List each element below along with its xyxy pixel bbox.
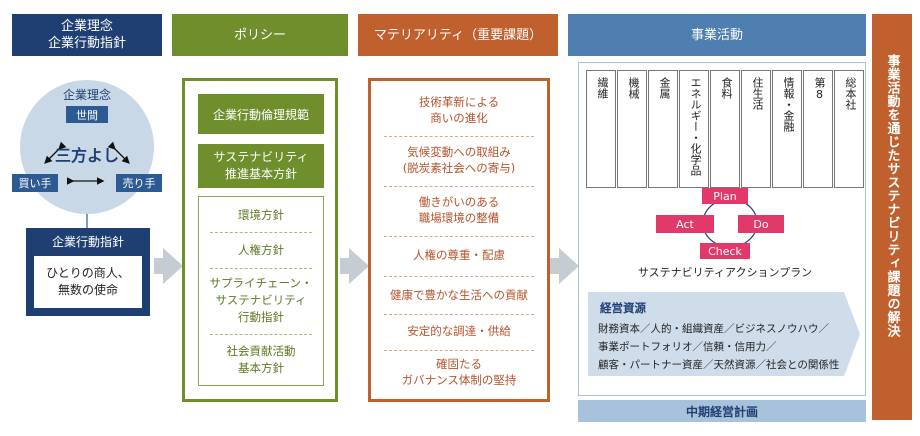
- segment-5: 住生活: [741, 70, 771, 188]
- policy-sep-3: [210, 334, 312, 335]
- flow-arrow-1: [163, 248, 183, 284]
- resources-line-2: 事業ポートフォリオ／信頼・信用力／: [598, 341, 777, 353]
- policy-item-human-rights-label: 人権方針: [238, 243, 284, 257]
- policy-item-social-line1: 社会貢献活動: [226, 344, 296, 358]
- materiality-sep-5: [384, 314, 534, 315]
- segment-1: 機械: [617, 70, 647, 188]
- materiality-frame: [368, 78, 550, 402]
- pdca-act: Act: [656, 215, 714, 233]
- segment-7: 第8: [803, 70, 833, 188]
- circle-connector: [86, 214, 88, 228]
- materiality-item-7-line1: 確固たる: [436, 357, 482, 371]
- materiality-item-5-label: 健康で豊かな生活への貢献: [390, 288, 528, 302]
- policy-item-supply-chain-line3: 行動指針: [238, 309, 284, 324]
- side-label: 事業活動を通じたサステナビリティ課題の解決: [884, 54, 900, 338]
- materiality-item-7: 確固たる ガバナンス体制の堅持: [372, 354, 546, 390]
- header-philosophy-line2: 企業行動指針: [47, 36, 126, 51]
- action-plan-label: サステナビリティアクションプラン: [637, 266, 813, 279]
- policy-item-supply-chain: サプライチェーン・ サステナビリティ 行動指針: [198, 272, 324, 328]
- flow-arrow-3: [559, 248, 579, 284]
- segment-8: 総本社: [834, 70, 864, 188]
- resources-arrow-bg: [588, 292, 860, 376]
- materiality-item-5: 健康で豊かな生活への貢献: [372, 282, 546, 308]
- kaite-box: 買い手: [12, 174, 58, 192]
- sanpo-arrows: [44, 141, 130, 185]
- materiality-sep-4: [384, 276, 534, 277]
- midterm-plan-bar: 中期経営計画: [578, 400, 866, 422]
- policy-item-social: 社会貢献活動 基本方針: [198, 338, 324, 382]
- policy-item-human-rights: 人権方針: [198, 236, 324, 264]
- header-policy: ポリシー: [172, 14, 348, 56]
- materiality-item-4: 人権の尊重・配慮: [372, 242, 546, 268]
- materiality-item-2-line2: (脱炭素社会への寄与): [402, 161, 516, 175]
- resources-line-3: 顧客・パートナー資産／天然資源／社会との関係性: [598, 359, 840, 371]
- flow-arrow-3-stem: [550, 258, 560, 274]
- materiality-item-2-line1: 気候変動への取組み: [407, 145, 511, 159]
- materiality-item-3: 働きがいのある 職場環境の整備: [372, 192, 546, 228]
- materiality-item-1: 技術革新による 商いの進化: [372, 92, 546, 128]
- segment-2: 金属: [648, 70, 678, 188]
- materiality-sep-2: [384, 186, 534, 187]
- policy-item-environment-label: 環境方針: [238, 208, 284, 222]
- guideline-title: 企業行動指針: [51, 234, 124, 249]
- materiality-item-4-label: 人権の尊重・配慮: [413, 248, 505, 262]
- guideline-box: 企業行動指針 ひとりの商人、 無数の使命: [26, 228, 150, 316]
- flow-arrow-1-stem: [154, 258, 164, 274]
- guideline-body-line2: 無数の使命: [57, 283, 118, 297]
- pdca-check: Check: [700, 243, 750, 259]
- flow-arrow-2: [349, 248, 369, 284]
- policy-sep-1: [210, 232, 312, 233]
- header-materiality: マテリアリティ（重要課題）: [358, 14, 558, 56]
- flow-arrow-2-stem: [340, 258, 350, 274]
- pdca-do: Do: [738, 215, 784, 233]
- policy-item-supply-chain-line1: サプライチェーン・: [209, 275, 313, 290]
- ethics-box: 企業行動倫理規範: [198, 94, 324, 134]
- resources-title: 経営資源: [600, 301, 646, 315]
- materiality-item-3-line1: 働きがいのある: [418, 195, 500, 209]
- materiality-item-1-line1: 技術革新による: [418, 95, 500, 109]
- urite-box: 売り手: [116, 174, 162, 192]
- policy-sep-2: [210, 268, 312, 269]
- policy-items-box: [198, 196, 324, 386]
- segment-3: エネルギー・化学品: [679, 70, 709, 188]
- materiality-item-6: 安定的な調達・供給: [372, 318, 546, 344]
- pdca-plan: Plan: [702, 188, 748, 204]
- circle-title: 企業理念: [62, 87, 111, 102]
- policy-item-environment: 環境方針: [198, 200, 324, 230]
- sustain-basic-line1: サステナビリティ: [213, 150, 309, 164]
- materiality-item-3-line2: 職場環境の整備: [418, 211, 500, 225]
- resources-line-1: 財務資本／人的・組織資産／ビジネスノウハウ／: [598, 323, 829, 335]
- sanpo-yoshi: 三方よし: [54, 146, 119, 165]
- segment-4: 食料: [710, 70, 740, 188]
- materiality-item-1-line2: 商いの進化: [430, 111, 488, 125]
- materiality-item-2: 気候変動への取組み (脱炭素社会への寄与): [372, 142, 546, 178]
- segment-6: 情報・金融: [772, 70, 802, 188]
- materiality-item-7-line2: ガバナンス体制の堅持: [401, 373, 517, 387]
- side-label-box: 事業活動を通じたサステナビリティ課題の解決: [872, 14, 912, 420]
- segment-0: 繊維: [586, 70, 616, 188]
- materiality-sep-1: [384, 136, 534, 137]
- header-business: 事業活動: [568, 14, 866, 56]
- materiality-item-6-label: 安定的な調達・供給: [407, 324, 511, 338]
- sustain-basic-line2: 推進基本方針: [224, 167, 297, 181]
- header-philosophy: 企業理念 企業行動指針: [12, 14, 162, 56]
- header-philosophy-line1: 企業理念: [60, 19, 113, 34]
- sustain-basic-box: サステナビリティ 推進基本方針: [198, 144, 324, 188]
- guideline-body-line1: ひとりの商人、: [46, 266, 130, 280]
- guideline-body: ひとりの商人、 無数の使命: [34, 256, 142, 308]
- seken-box: 世間: [66, 106, 108, 123]
- materiality-sep-6: [384, 350, 534, 351]
- policy-item-social-line2: 基本方針: [238, 361, 284, 375]
- materiality-sep-3: [384, 236, 534, 237]
- policy-item-supply-chain-line2: サステナビリティ: [215, 292, 307, 307]
